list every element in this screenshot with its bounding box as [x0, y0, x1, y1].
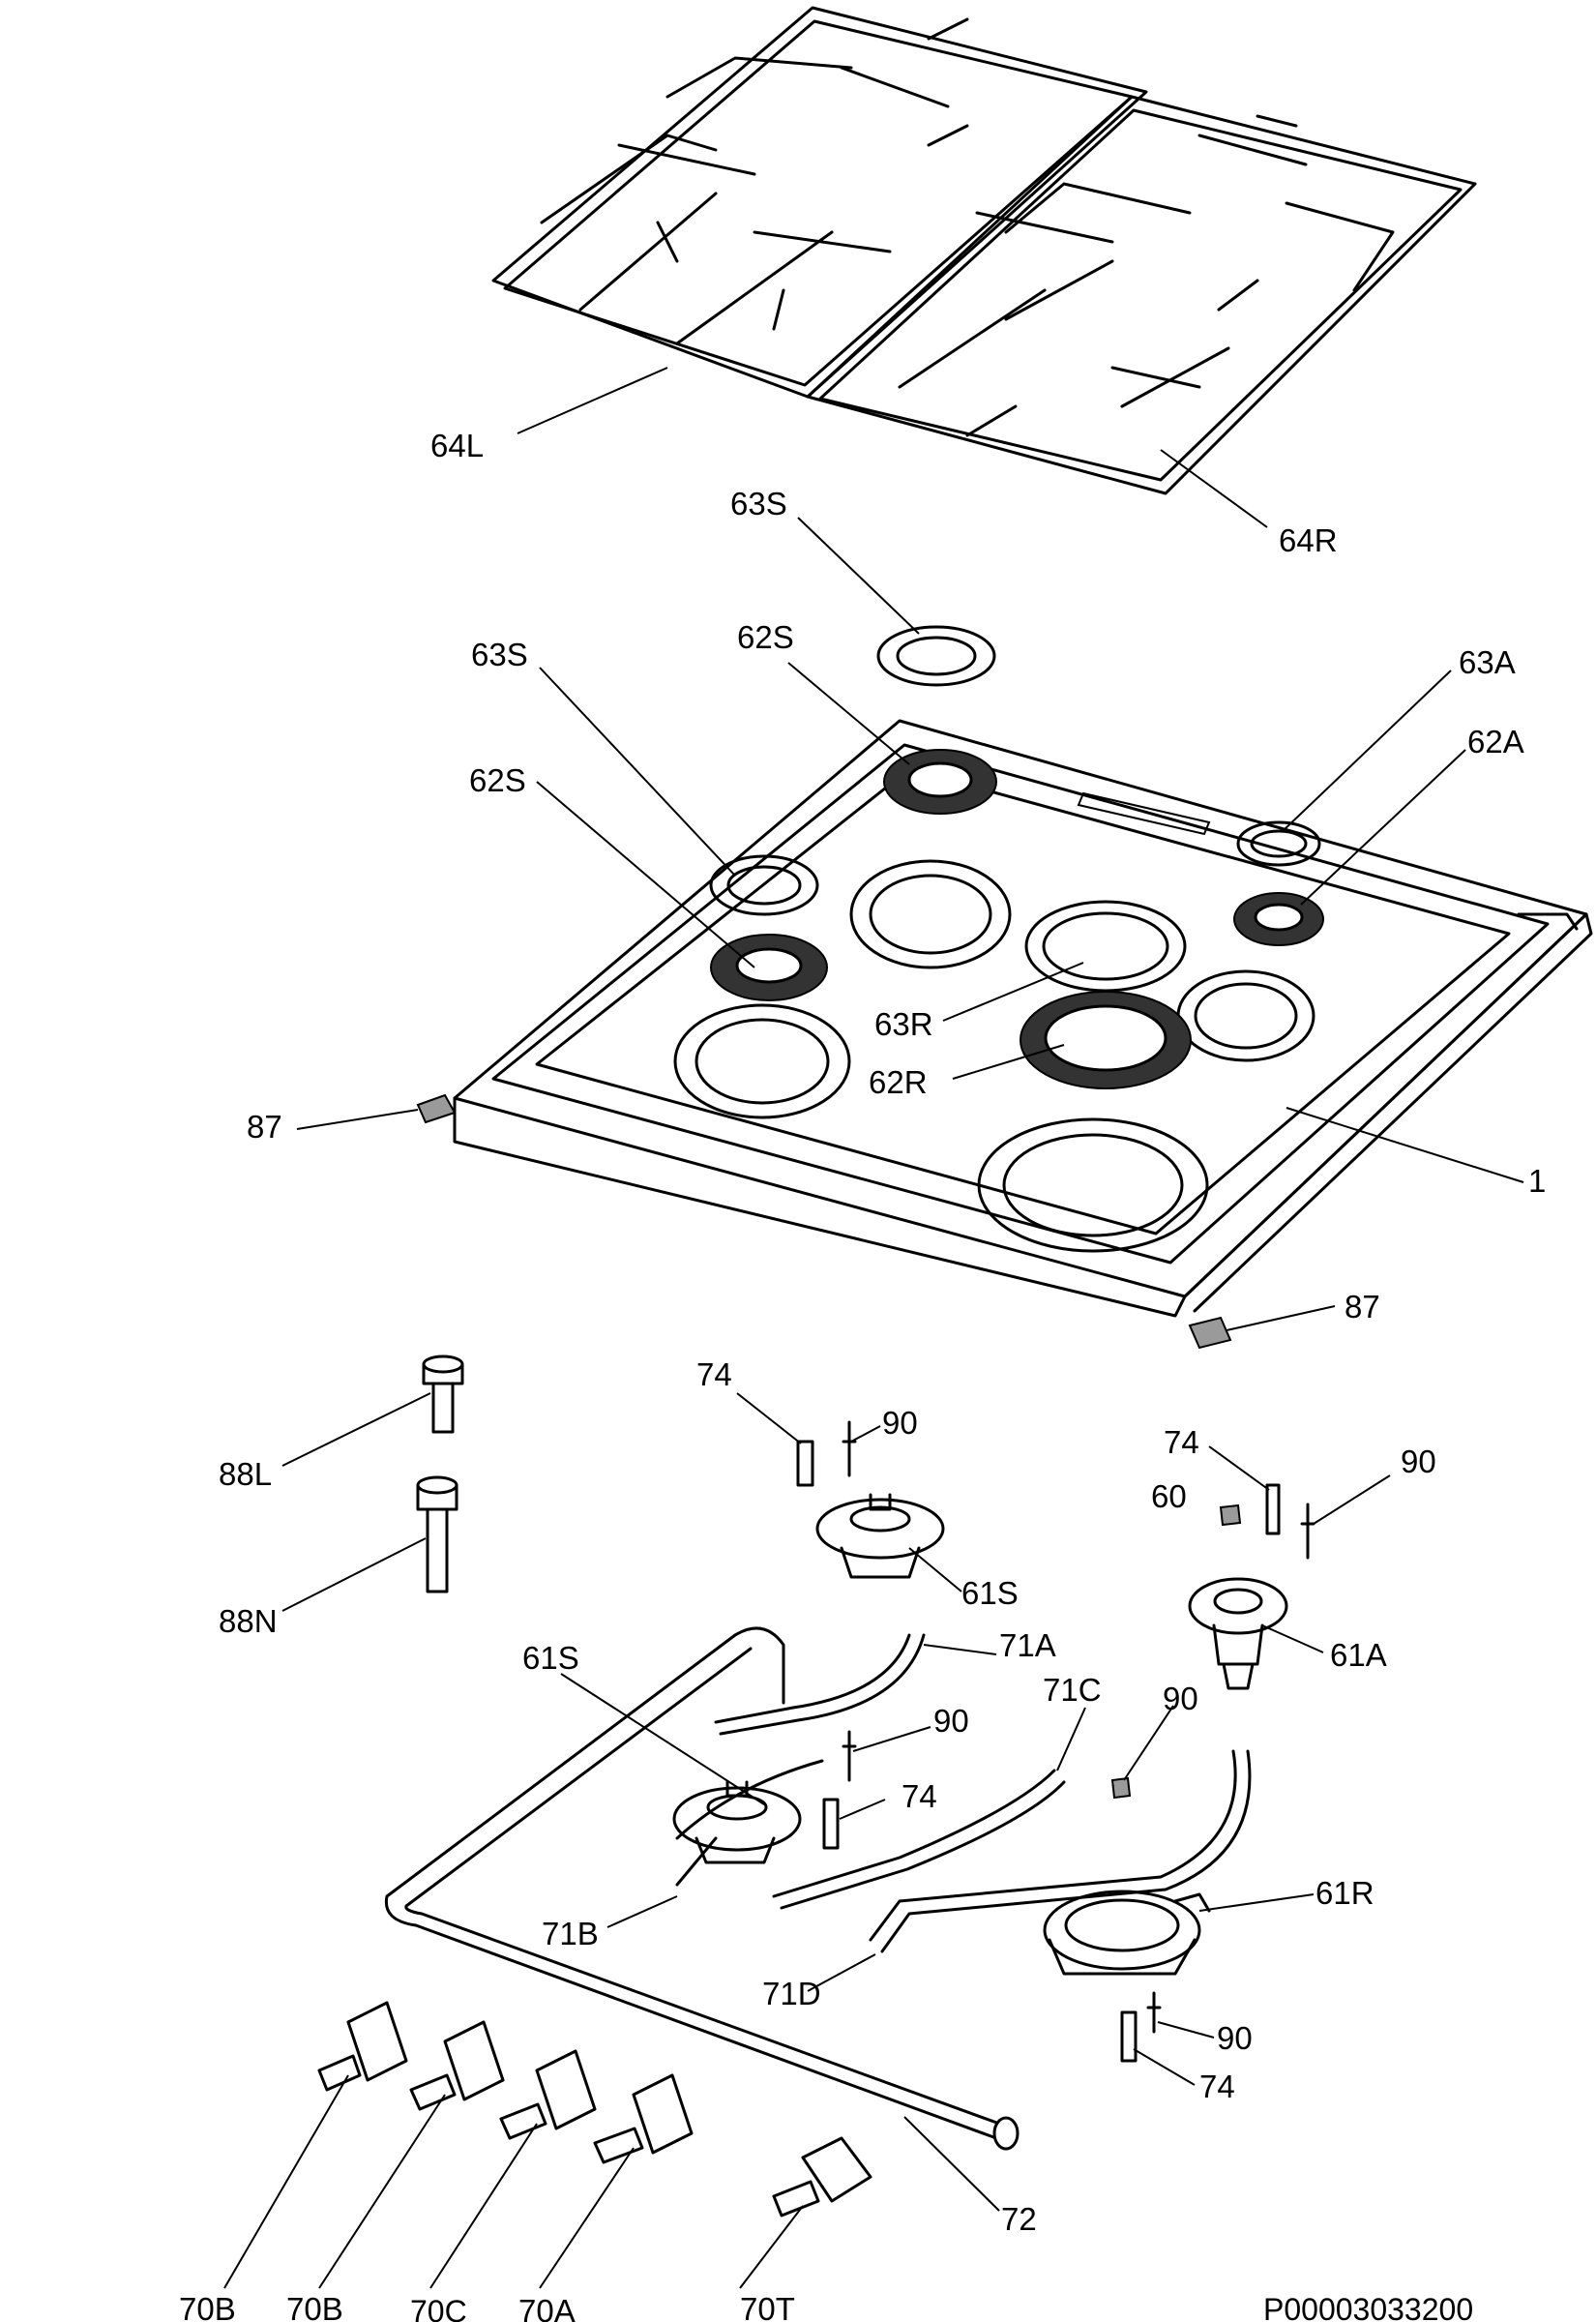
label-90-e: 90: [1217, 2020, 1253, 2056]
gas-tap-70T: [772, 2136, 872, 2218]
gas-tap-70A: [593, 2073, 694, 2164]
label-71A: 71A: [999, 1627, 1056, 1663]
hob-top-1: [453, 719, 1593, 1318]
label-64R: 64R: [1279, 522, 1338, 558]
thermocouple-74-c: [822, 1798, 840, 1850]
label-70C: 70C: [410, 2294, 467, 2322]
label-74-d: 74: [1199, 2069, 1235, 2104]
burner-well-right: [1176, 969, 1315, 1062]
gas-pipe-71C: [772, 1769, 1066, 1910]
label-62S-left: 62S: [469, 762, 526, 798]
burner-body-61R: [1043, 1890, 1211, 1976]
label-60: 60: [1151, 1478, 1187, 1514]
label-63A: 63A: [1459, 644, 1516, 680]
burner-cap-63A: [1236, 820, 1321, 867]
thermocouple-74-a: [796, 1440, 814, 1487]
label-88L: 88L: [219, 1456, 272, 1492]
label-72: 72: [1001, 2201, 1037, 2237]
gas-tap-70C: [499, 2049, 597, 2140]
label-70T: 70T: [740, 2291, 795, 2322]
label-88N: 88N: [219, 1603, 278, 1639]
burner-head-62S-left: [710, 934, 828, 1001]
label-61A: 61A: [1330, 1637, 1387, 1673]
label-63R: 63R: [874, 1006, 933, 1042]
label-63S-left: 63S: [471, 637, 528, 672]
gas-tap-70B-1: [317, 2001, 408, 2092]
label-90-c: 90: [933, 1703, 969, 1739]
label-90-b: 90: [1401, 1444, 1436, 1479]
electrode-90-c: [842, 1730, 857, 1782]
pan-support-left: [491, 6, 1148, 399]
burner-head-62A: [1233, 892, 1324, 946]
label-64L: 64L: [430, 428, 484, 463]
label-90-a: 90: [882, 1405, 918, 1441]
thermocouple-74-d: [1120, 2010, 1138, 2063]
fitting-88N: [416, 1475, 458, 1593]
injector-60: [1219, 1503, 1242, 1527]
label-62R: 62R: [869, 1064, 928, 1100]
label-87-right: 87: [1345, 1289, 1380, 1325]
foot-87-left: [416, 1093, 457, 1124]
label-70B-1: 70B: [179, 2291, 236, 2322]
gas-pipe-71D: [869, 1749, 1252, 1953]
label-74-c: 74: [901, 1778, 937, 1814]
label-62A: 62A: [1467, 724, 1524, 759]
pan-support-right: [806, 95, 1477, 495]
burner-head-62R: [1020, 991, 1192, 1089]
gas-pipe-71A: [714, 1633, 926, 1736]
foot-87-right: [1188, 1316, 1232, 1350]
burner-body-61S-top: [815, 1493, 945, 1579]
gas-ramp-72: [384, 1626, 1020, 2151]
electrode-90-b: [1300, 1503, 1315, 1560]
electrode-90-e: [1146, 1991, 1162, 2034]
gas-pipe-71B: [675, 1759, 824, 1887]
drawing-number: P00003033200: [1263, 2292, 1473, 2322]
label-87-left: 87: [247, 1109, 282, 1145]
leader-lines: [223, 367, 1524, 2289]
label-63S-top: 63S: [730, 486, 787, 521]
label-74-a: 74: [696, 1356, 732, 1392]
label-71C: 71C: [1043, 1672, 1102, 1708]
label-90-d: 90: [1163, 1681, 1198, 1716]
burner-cap-63S-left: [709, 854, 819, 916]
burner-cap-63S-top: [876, 625, 996, 687]
thermocouple-74-b: [1265, 1483, 1281, 1535]
label-1: 1: [1528, 1163, 1546, 1199]
label-61R: 61R: [1315, 1875, 1374, 1911]
label-74-b: 74: [1164, 1424, 1199, 1460]
burner-well-front-right: [977, 1117, 1209, 1253]
label-71B: 71B: [542, 1916, 599, 1951]
label-62S-top: 62S: [737, 619, 794, 655]
label-71D: 71D: [762, 1976, 821, 2011]
burner-body-61A: [1188, 1577, 1288, 1690]
label-61S-b: 61S: [522, 1640, 579, 1676]
label-61S-a: 61S: [961, 1575, 1019, 1611]
label-70B-2: 70B: [286, 2291, 343, 2322]
fitting-88L: [422, 1354, 464, 1434]
burner-well-rear-left: [849, 859, 1012, 969]
label-70A: 70A: [518, 2293, 576, 2322]
burner-well-front-left: [673, 1003, 851, 1119]
electrode-90-a: [842, 1420, 857, 1477]
burner-head-62S-top: [883, 749, 997, 815]
electrode-90-d: [1110, 1776, 1132, 1800]
gas-tap-70B-2: [409, 2020, 505, 2111]
